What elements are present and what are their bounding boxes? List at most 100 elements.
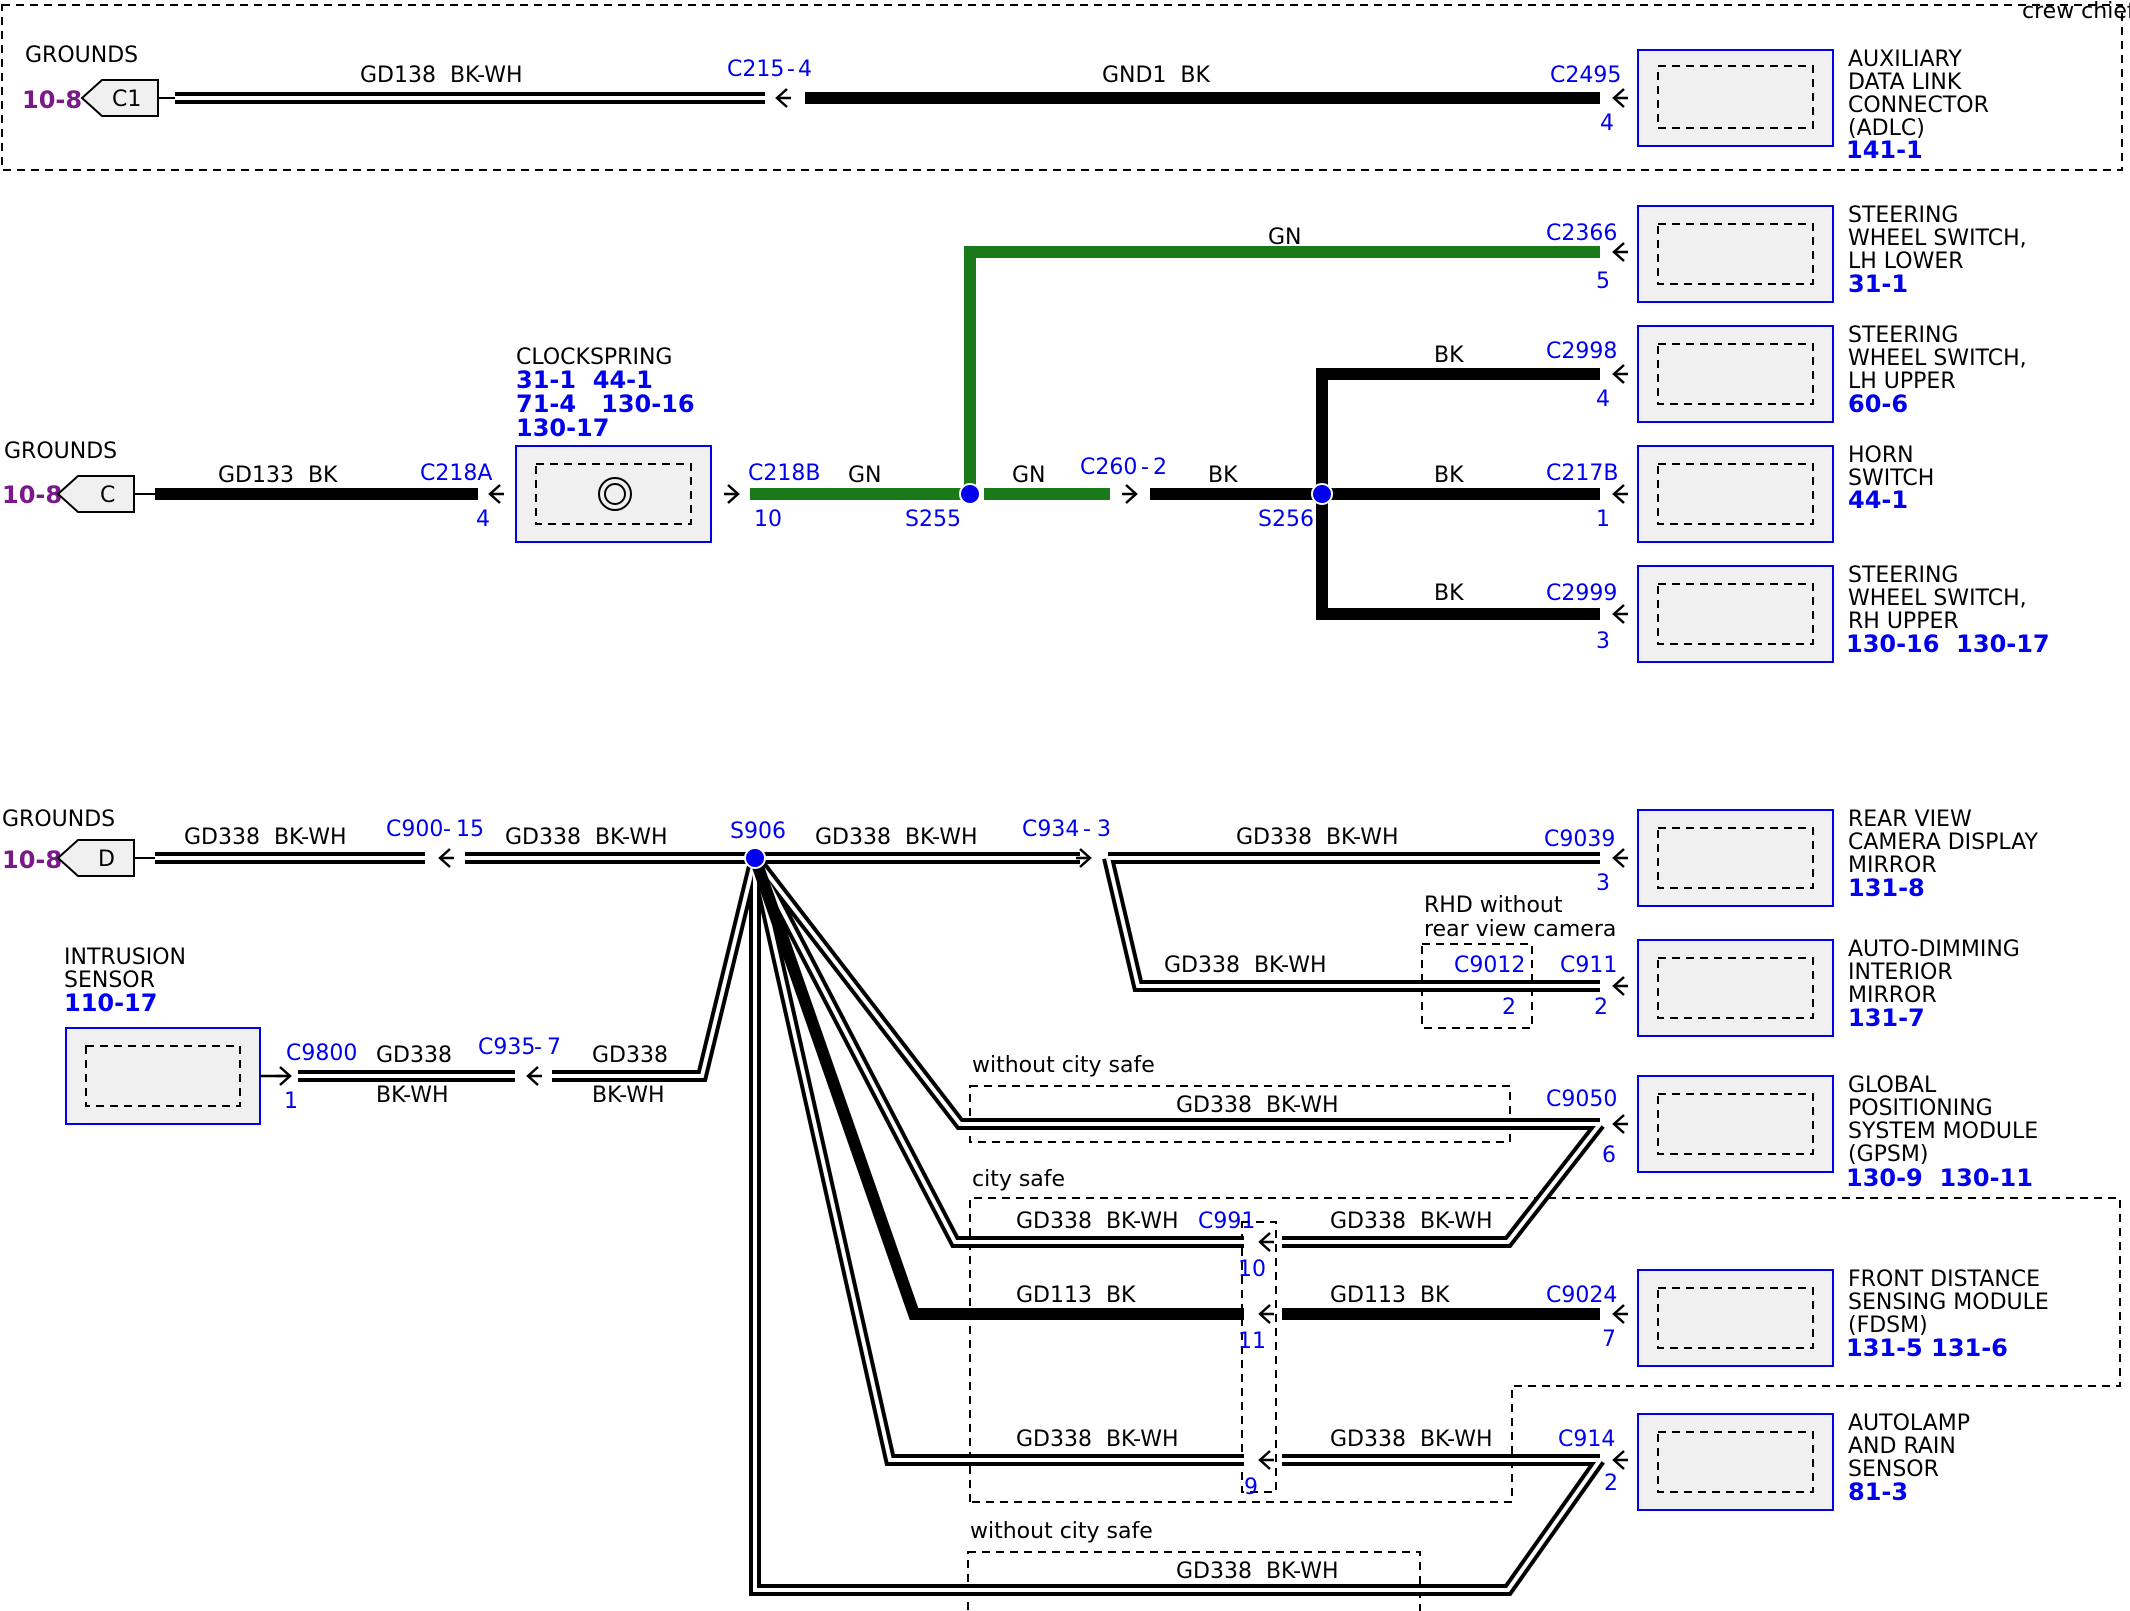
adim-ref[interactable]: 131-7 <box>1848 1004 1925 1032</box>
component-clockspring[interactable] <box>515 445 712 543</box>
lh-upper-ref[interactable]: 60-6 <box>1848 390 1908 418</box>
splice-s255-label: S255 <box>905 507 961 532</box>
rh-upper-line1: STEERING <box>1848 563 1958 588</box>
wire-c2999[interactable] <box>1316 494 1600 620</box>
component-auto-dim-mirror[interactable] <box>1637 939 1834 1037</box>
wire-c217b-label: BK <box>1434 463 1464 488</box>
component-swc-rh-upper[interactable] <box>1637 565 1834 663</box>
splice-s255[interactable] <box>959 483 981 505</box>
wire-gn-top[interactable] <box>964 246 1600 494</box>
wire-c991-left-label: GD338 BK-WH <box>1016 1209 1179 1234</box>
conn-c991[interactable]: C991 <box>1198 1209 1255 1234</box>
conn-c9024[interactable]: C9024 <box>1546 1283 1617 1308</box>
wire-gd113-left[interactable] <box>749 856 1244 1320</box>
wire-c991-right-label: GD338 BK-WH <box>1330 1209 1493 1234</box>
wire-gd113-right-label: GD113 BK <box>1330 1283 1450 1308</box>
without-city-safe-box-2 <box>967 1551 1421 1611</box>
svg-text:-: - <box>1141 455 1149 480</box>
conn-c900[interactable]: C900 <box>386 817 443 842</box>
city-safe-box <box>969 1197 2121 1503</box>
splice-s256[interactable] <box>1311 483 1333 505</box>
conn-c9012[interactable]: C9012 <box>1454 953 1525 978</box>
rvcdm-ref[interactable]: 131-8 <box>1848 874 1925 902</box>
pin-c911: 2 <box>1594 995 1608 1020</box>
conn-c2366[interactable]: C2366 <box>1546 221 1617 246</box>
adim-line1: AUTO-DIMMING <box>1848 937 2020 962</box>
lh-upper-line1: STEERING <box>1848 323 1958 348</box>
component-swc-lh-lower[interactable] <box>1637 205 1834 303</box>
conn-c9050[interactable]: C9050 <box>1546 1087 1617 1112</box>
rain-line3: SENSOR <box>1848 1457 1939 1482</box>
pin-c9039: 3 <box>1596 871 1610 896</box>
component-adlc[interactable] <box>1637 49 1834 147</box>
wire-gd113-left-label: GD113 BK <box>1016 1283 1136 1308</box>
conn-c2495[interactable]: C2495 <box>1550 63 1621 88</box>
rhd-note-2: rear view camera <box>1424 917 1616 942</box>
component-horn-switch[interactable] <box>1637 445 1834 543</box>
component-rain-sensor[interactable] <box>1637 1413 1834 1511</box>
conn-c217b[interactable]: C217B <box>1546 461 1618 486</box>
component-rear-view-mirror[interactable] <box>1637 809 1834 907</box>
pin-c218b: 10 <box>754 507 782 532</box>
ground-d-id: D <box>98 847 115 872</box>
ground-c-symbol[interactable] <box>56 475 135 513</box>
gpsm-line2: POSITIONING <box>1848 1096 1993 1121</box>
ground-c1-id: C1 <box>112 87 141 112</box>
clockspring-ref-2[interactable]: 71-4 130-16 <box>516 390 695 418</box>
ground-d-symbol[interactable] <box>56 839 135 877</box>
pin-c914: 2 <box>1604 1471 1618 1496</box>
adlc-line2: DATA LINK <box>1848 70 1962 95</box>
conn-c935[interactable]: C935 <box>478 1035 535 1060</box>
conn-c9039[interactable]: C9039 <box>1544 827 1615 852</box>
conn-c260[interactable]: C260 <box>1080 455 1137 480</box>
svg-text:-: - <box>534 1035 542 1060</box>
clockspring-ref-3[interactable]: 130-17 <box>516 414 609 442</box>
component-fdsm[interactable] <box>1637 1269 1834 1367</box>
pin-c2998: 4 <box>1596 387 1610 412</box>
conn-c911[interactable]: C911 <box>1560 953 1617 978</box>
fdsm-ref[interactable]: 131-5 131-6 <box>1846 1334 2008 1362</box>
clockspring-ref-1[interactable]: 31-1 44-1 <box>516 366 653 394</box>
conn-c9800[interactable]: C9800 <box>286 1041 357 1066</box>
conn-c215[interactable]: C215 <box>727 57 784 82</box>
lh-lower-ref[interactable]: 31-1 <box>1848 270 1908 298</box>
rh-upper-ref[interactable]: 130-16 130-17 <box>1846 630 2050 658</box>
conn-c2998[interactable]: C2998 <box>1546 339 1617 364</box>
intrusion-ref[interactable]: 110-17 <box>64 989 157 1017</box>
rvcdm-line3: MIRROR <box>1848 853 1937 878</box>
component-intrusion-sensor[interactable] <box>65 1027 261 1125</box>
wire-c2998[interactable] <box>1316 368 1600 494</box>
adlc-ref[interactable]: 141-1 <box>1846 136 1923 164</box>
component-swc-lh-upper[interactable] <box>1637 325 1834 423</box>
gpsm-ref[interactable]: 130-9 130-11 <box>1846 1164 2033 1192</box>
adim-line2: INTERIOR <box>1848 960 1953 985</box>
rain-ref[interactable]: 81-3 <box>1848 1478 1908 1506</box>
rhd-note-1: RHD without <box>1424 893 1563 918</box>
conn-c2999[interactable]: C2999 <box>1546 581 1617 606</box>
wire-i2-b: BK-WH <box>592 1083 665 1108</box>
conn-c218a[interactable]: C218A <box>420 461 492 486</box>
wire-gn-2-label: GN <box>1012 463 1046 488</box>
pin-c900: 15 <box>456 817 484 842</box>
horn-ref[interactable]: 44-1 <box>1848 486 1908 514</box>
ground-c-ref[interactable]: 10-8 <box>2 481 62 509</box>
wire-c2998-label: BK <box>1434 343 1464 368</box>
conn-c914[interactable]: C914 <box>1558 1427 1615 1452</box>
component-gpsm[interactable] <box>1637 1075 1834 1173</box>
pin-c934: 3 <box>1097 817 1111 842</box>
conn-c218b[interactable]: C218B <box>748 461 820 486</box>
gpsm-line1: GLOBAL <box>1848 1073 1937 1098</box>
intrusion-line2: SENSOR <box>64 968 155 993</box>
gpsm-line3: SYSTEM MODULE <box>1848 1119 2038 1144</box>
pin-c991-11: 11 <box>1238 1329 1266 1354</box>
pin-c9024: 7 <box>1602 1327 1616 1352</box>
rain-line2: AND RAIN <box>1848 1434 1956 1459</box>
splice-s906[interactable] <box>744 847 766 869</box>
ground-c1-ref[interactable]: 10-8 <box>22 86 82 114</box>
conn-c934[interactable]: C934 <box>1022 817 1079 842</box>
pin-c218a: 4 <box>476 507 490 532</box>
wire-gnd1-label: GND1 BK <box>1102 63 1211 88</box>
lh-lower-line3: LH LOWER <box>1848 249 1964 274</box>
ground-d-ref[interactable]: 10-8 <box>2 846 62 874</box>
